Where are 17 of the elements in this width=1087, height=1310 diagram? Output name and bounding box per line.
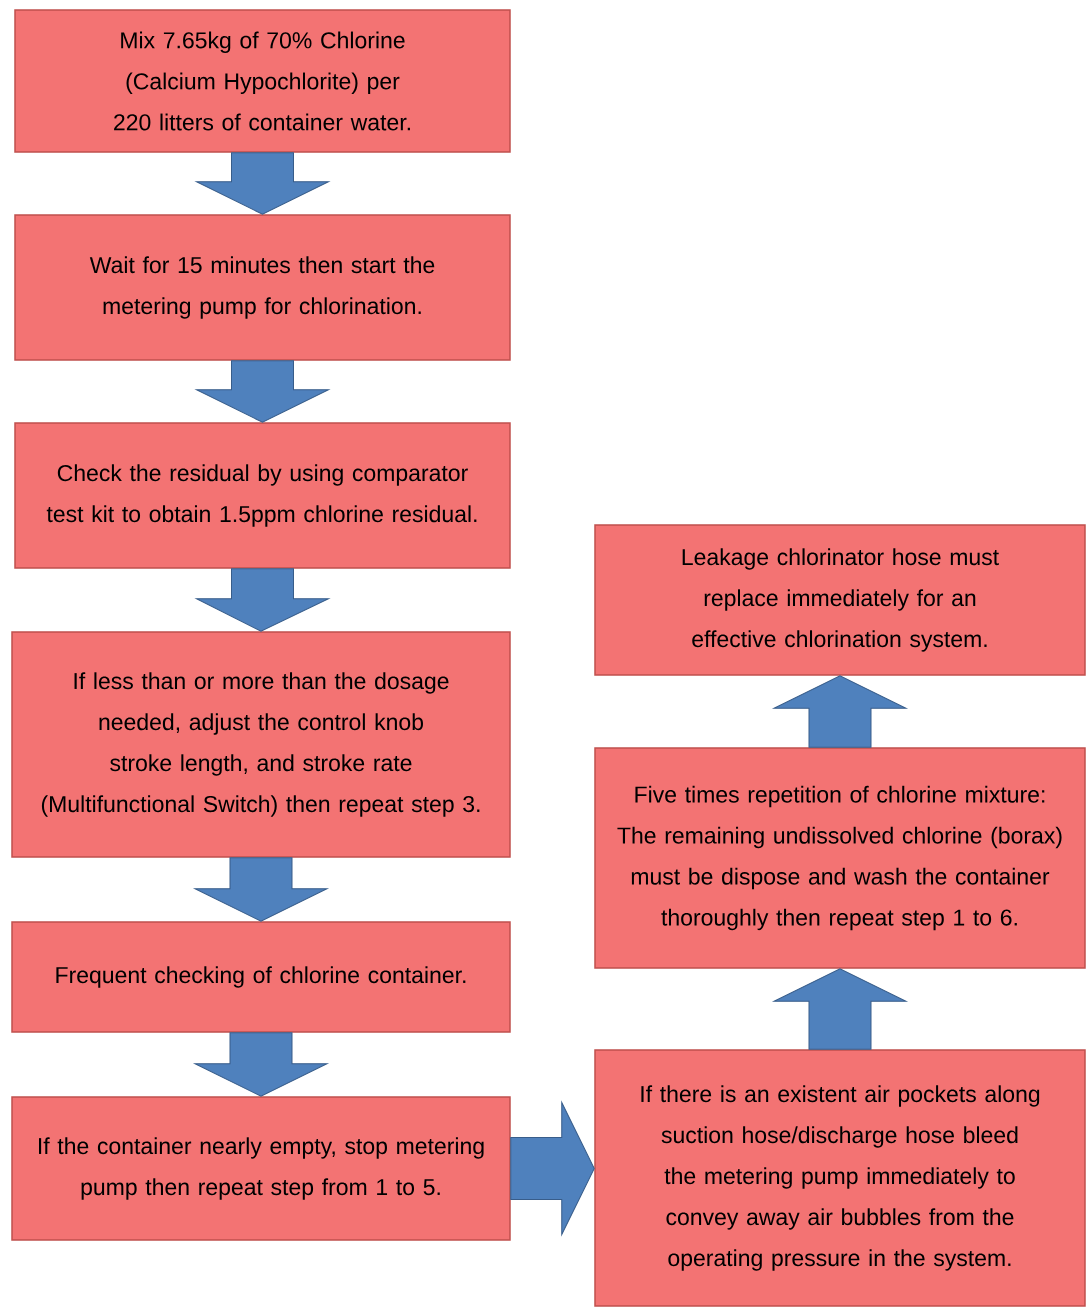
block-arrow	[773, 675, 907, 748]
process-box: Five times repetition of chlorine mixture: The remaining undissolved chlorine (borax) must be dispose and wash the container thoroughly then repeat step 1 to 6.	[594, 747, 1086, 969]
block-arrow	[196, 152, 329, 215]
block-arrow	[194, 1032, 328, 1097]
process-box: If there is an existent air pockets along suction hose/discharge hose bleed the metering pump immediately to convey away air bubbles from the operating pressure in the system.	[594, 1049, 1086, 1307]
block-arrow	[196, 568, 329, 632]
block-arrow	[194, 857, 328, 922]
process-box: Check the residual by using comparator test kit to obtain 1.5ppm chlorine residual.	[14, 422, 511, 569]
process-box: If the container nearly empty, stop metering pump then repeat step from 1 to 5.	[11, 1096, 511, 1241]
process-box: Leakage chlorinator hose must replace immediately for an effective chlorination system.	[594, 524, 1086, 676]
block-arrow	[196, 360, 329, 423]
process-box: Frequent checking of chlorine container.	[11, 921, 511, 1033]
process-box: Wait for 15 minutes then start the metering pump for chlorination.	[14, 214, 511, 361]
process-box: If less than or more than the dosage needed, adjust the control knob stroke length, and stroke rate (Multifunctional Switch) then repeat step 3.	[11, 631, 511, 858]
process-box: Mix 7.65kg of 70% Chlorine (Calcium Hypochlorite) per 220 litters of container water.	[14, 9, 511, 153]
block-arrow	[773, 968, 907, 1050]
block-arrow	[510, 1102, 595, 1235]
